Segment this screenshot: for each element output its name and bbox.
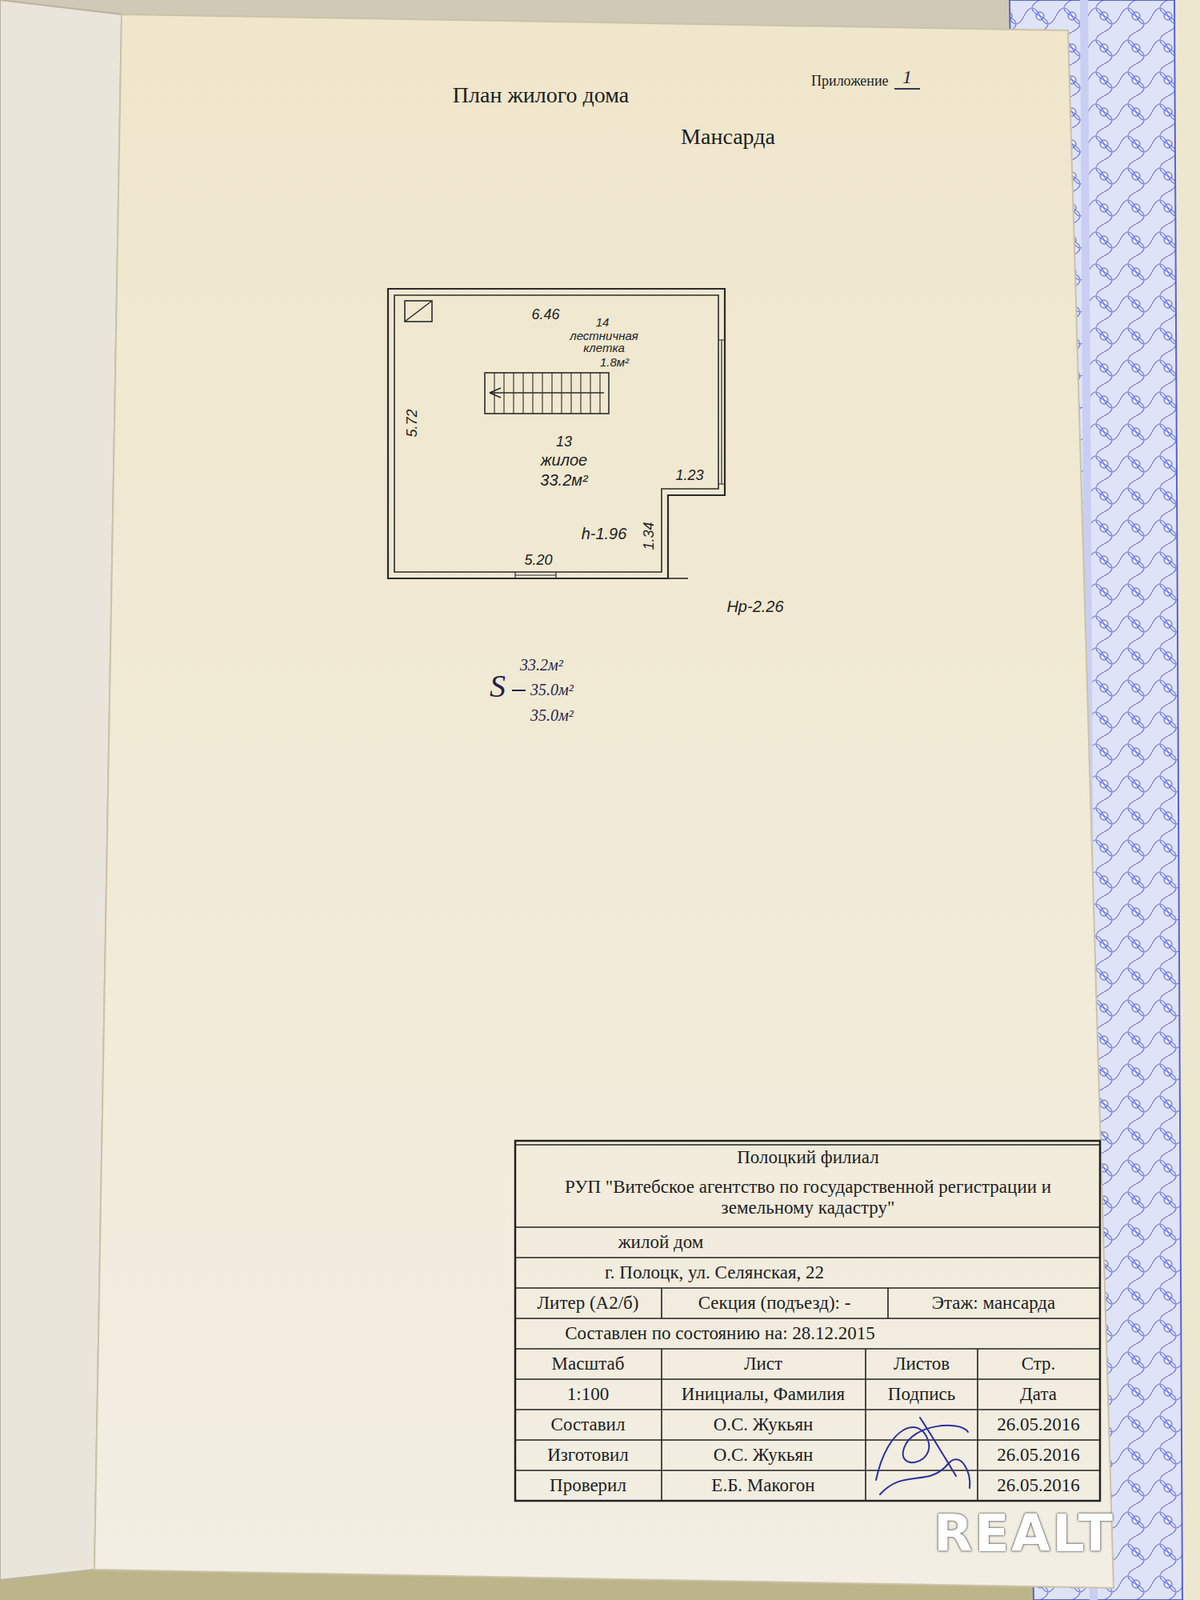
title-block-columns (661, 1288, 978, 1501)
stamp-cell: Е.Б. Макогон (711, 1475, 815, 1496)
area-total: 33.2м² (520, 656, 564, 675)
stamp-cell: Стр. (1021, 1353, 1056, 1375)
stamp-cell: Литер (А2/б) (537, 1292, 640, 1314)
stair-symbol (484, 372, 609, 414)
vent-symbol (404, 300, 432, 322)
signature-stroke (880, 1459, 970, 1495)
stamp-cell: Проверил (549, 1475, 627, 1496)
handwritten-underline (894, 88, 920, 90)
stamp-cell: Изготовил (547, 1444, 629, 1466)
dimension-label: 6.46 (531, 306, 560, 324)
outer-wall (388, 288, 725, 579)
stamp-cell: Инициалы, Фамилия (681, 1384, 845, 1405)
dimension-label: 1.34 (640, 521, 658, 550)
stamp-cell: Составлен по состоянию на: 28.12.2015 (564, 1323, 876, 1344)
annex-label: Приложение (811, 72, 889, 90)
watermark: REALT (933, 1504, 1115, 1564)
stamp-cell: Листов (893, 1353, 950, 1375)
area-symbol: S (489, 668, 506, 705)
room-number: 13 (556, 433, 572, 451)
vent-symbol (404, 300, 432, 322)
stamp-heading: РУП "Витебское агентство по государствен… (520, 1176, 1096, 1220)
stamp-cell: Масштаб (552, 1353, 625, 1375)
signature (876, 1417, 970, 1495)
wall-extension (668, 577, 688, 580)
stamp-cell: О.С. Жукьян (713, 1444, 814, 1466)
annex-number: 1 (902, 66, 912, 89)
stamp-cell: 26.05.2016 (996, 1414, 1080, 1436)
stamp-cell: Этаж: мансарда (932, 1292, 1056, 1314)
dimension-label: 5.72 (404, 408, 421, 437)
stamp-cell: О.С. Жукьян (713, 1414, 814, 1436)
stamp-cell: жилой дом (618, 1232, 704, 1253)
title-block-frame (515, 1140, 1100, 1501)
height-label: h-1.96 (581, 524, 628, 544)
inner-wall (394, 295, 719, 572)
stair-arrow (489, 388, 604, 398)
handwritten-dash (512, 689, 526, 692)
stamp-cell: 26.05.2016 (996, 1444, 1080, 1466)
window-symbol (718, 340, 725, 484)
title-block-rule (515, 1144, 1100, 1146)
room-name: жилое (540, 451, 588, 470)
floor-name: Мансарда (680, 124, 776, 150)
area-total: 35.0м² (530, 680, 574, 700)
stamp-cell: г. Полоцк, ул. Селянская, 22 (604, 1262, 824, 1284)
stamp-cell: Дата (1020, 1384, 1057, 1405)
room-name: лестничная клетка (564, 329, 644, 354)
title-block-rows (515, 1227, 1100, 1471)
stamp-cell: Подпись (888, 1384, 956, 1405)
title-block-grid (515, 1140, 1100, 1501)
plan-title: План жилого дома (452, 82, 629, 108)
signature-stroke (920, 1417, 956, 1476)
window-symbol (515, 572, 556, 579)
dimension-label: 1.23 (675, 467, 704, 484)
stamp-cell: Секция (подъезд): - (698, 1292, 852, 1314)
stamp-cell: Лист (744, 1353, 783, 1375)
area-value: 1.8м² (600, 355, 629, 369)
area-value: 33.2м² (540, 471, 588, 490)
dimension-label: 5.20 (524, 552, 552, 569)
paper-sheet (94, 14, 1114, 1588)
stamp-cell: 1:100 (567, 1384, 609, 1405)
height-label: Нр-2.26 (726, 597, 784, 616)
area-total: 35.0м² (530, 706, 574, 725)
room-number: 14 (596, 315, 610, 329)
stamp-cell: Составил (551, 1414, 626, 1436)
stamp-heading: Полоцкий филиал (736, 1147, 880, 1168)
floor-plan (388, 288, 725, 579)
stamp-cell: 26.05.2016 (996, 1475, 1080, 1496)
